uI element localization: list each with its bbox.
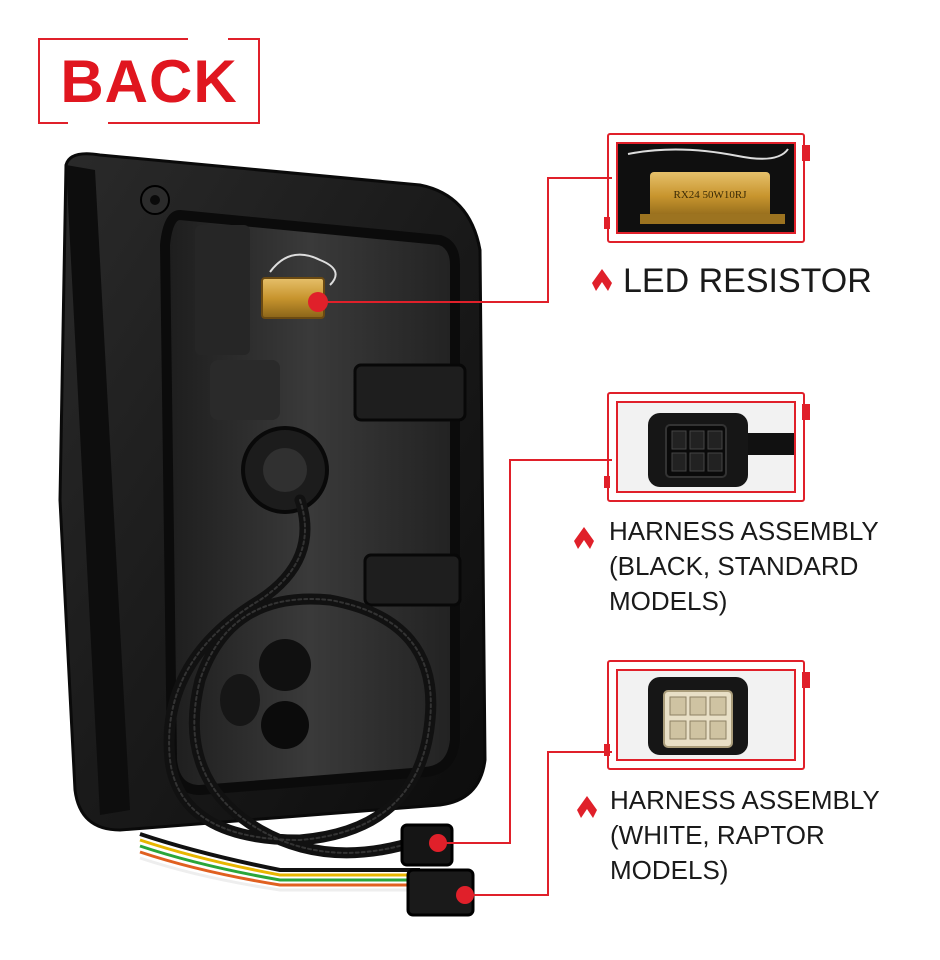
leader-resistor	[318, 177, 612, 303]
page-title: BACK	[60, 47, 238, 115]
harness-black-photo	[618, 403, 794, 491]
caret-up-icon	[574, 527, 594, 549]
label-led-resistor: LED RESISTOR	[623, 262, 872, 301]
label-line: HARNESS ASSEMBLY	[609, 516, 879, 546]
label-line: LED RESISTOR	[623, 262, 872, 300]
label-line: HARNESS ASSEMBLY	[610, 785, 880, 815]
harness-white-photo	[618, 671, 794, 759]
label-line: (WHITE, RAPTOR	[610, 820, 825, 850]
resistor-marking: RX24 50W10RJ	[673, 189, 747, 201]
label-harness-black: HARNESS ASSEMBLY (BLACK, STANDARD MODELS…	[609, 514, 879, 619]
resistor-photo: RX24 50W10RJ	[618, 144, 794, 232]
leader-harness-white	[465, 751, 612, 896]
resistor-photo-callout: RX24 50W10RJ	[604, 133, 810, 243]
caret-up-icon	[592, 269, 612, 291]
leader-harness-black	[438, 459, 612, 844]
label-line: (BLACK, STANDARD	[609, 551, 859, 581]
label-line: MODELS)	[609, 586, 728, 616]
harness-white-photo-callout	[604, 660, 810, 770]
label-harness-white: HARNESS ASSEMBLY (WHITE, RAPTOR MODELS)	[610, 783, 880, 888]
label-line: MODELS)	[610, 855, 729, 885]
caret-up-icon	[577, 796, 597, 818]
back-title-box: BACK	[38, 35, 260, 127]
harness-black-photo-callout	[604, 392, 810, 502]
